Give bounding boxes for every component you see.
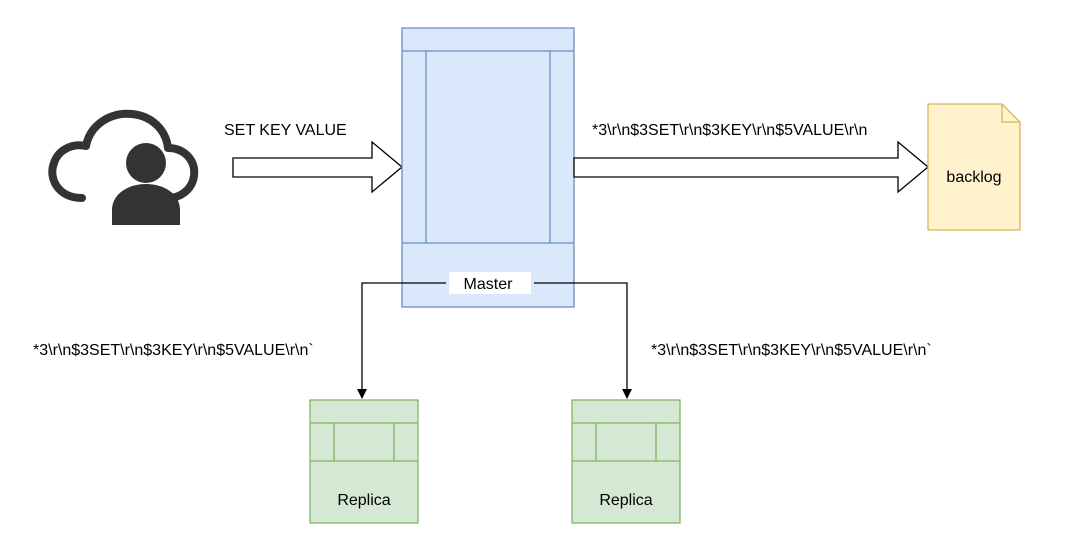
master-to-backlog-arrow bbox=[573, 140, 930, 194]
master-label-background bbox=[449, 272, 531, 294]
master-to-backlog-label: *3\r\n$3SET\r\n$3KEY\r\n$5VALUE\r\n bbox=[592, 122, 867, 139]
replica-left-label: Replica bbox=[337, 492, 390, 509]
replica-right-node bbox=[571, 399, 681, 524]
replica-right-label: Replica bbox=[599, 492, 652, 509]
master-to-replica-right-label: *3\r\n$3SET\r\n$3KEY\r\n$5VALUE\r\n` bbox=[651, 342, 932, 359]
backlog-node bbox=[927, 103, 1021, 231]
master-node bbox=[401, 27, 575, 308]
master-to-replica-right-connector bbox=[534, 282, 632, 399]
cloud-user-icon bbox=[48, 109, 199, 225]
replica-left-node bbox=[309, 399, 419, 524]
backlog-label: backlog bbox=[946, 169, 1001, 186]
client-to-master-arrow bbox=[232, 140, 404, 194]
master-label: Master bbox=[464, 276, 514, 293]
master-to-replica-left-connector bbox=[357, 282, 446, 399]
master-to-replica-left-label: *3\r\n$3SET\r\n$3KEY\r\n$5VALUE\r\n` bbox=[33, 342, 314, 359]
client-to-master-label: SET KEY VALUE bbox=[224, 122, 347, 139]
